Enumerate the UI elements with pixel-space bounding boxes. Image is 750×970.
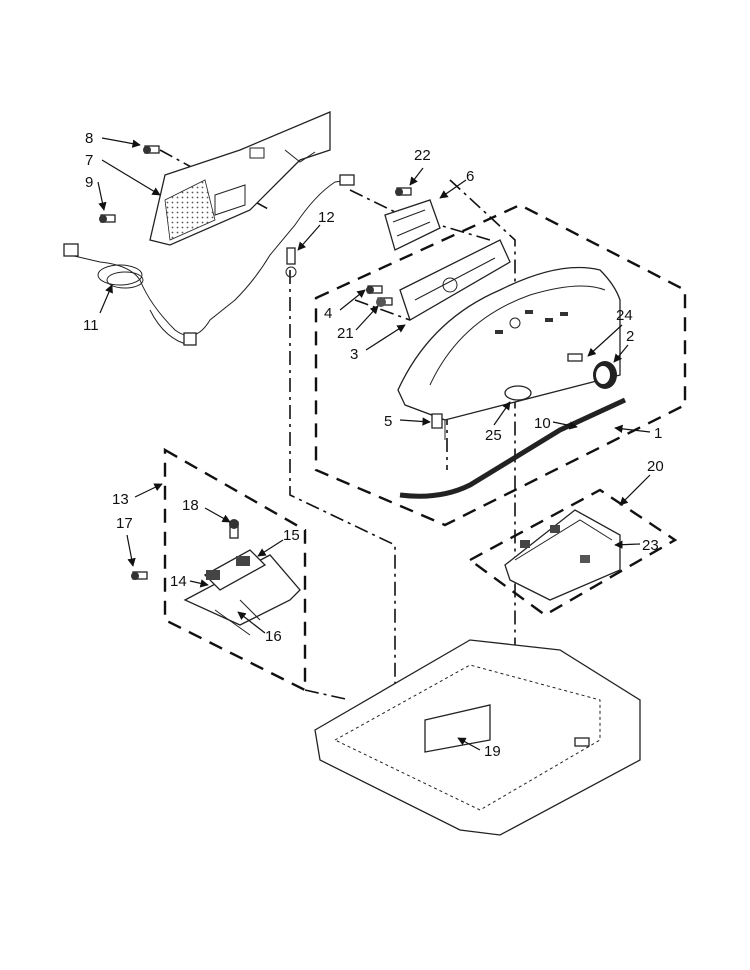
screw-9 bbox=[99, 214, 116, 223]
machine-control-board bbox=[183, 549, 301, 636]
callout-14: 14 bbox=[170, 573, 187, 590]
callout-5: 5 bbox=[384, 413, 392, 430]
wire-harness bbox=[63, 174, 355, 346]
callout-17: 17 bbox=[116, 515, 133, 532]
callout-12: 12 bbox=[318, 209, 335, 226]
callout-15: 15 bbox=[283, 527, 300, 544]
console-housing bbox=[397, 266, 621, 440]
callout-10: 10 bbox=[534, 415, 551, 432]
screw-18 bbox=[229, 519, 239, 539]
dispenser-assembly bbox=[504, 509, 621, 601]
console-assembly-box bbox=[314, 203, 687, 527]
callout-11: 11 bbox=[83, 317, 99, 334]
callout-18: 18 bbox=[182, 497, 199, 514]
screw-21 bbox=[376, 297, 393, 307]
callout-labels: 8 7 9 11 12 22 6 4 21 3 24 2 5 25 10 1 2… bbox=[83, 130, 664, 760]
callout-20: 20 bbox=[647, 458, 664, 475]
callout-9: 9 bbox=[85, 174, 93, 191]
screw-12 bbox=[285, 247, 297, 278]
callout-25: 25 bbox=[485, 427, 502, 444]
dispenser-box bbox=[467, 488, 678, 617]
assembly-boundaries bbox=[163, 203, 687, 692]
callout-16: 16 bbox=[265, 628, 282, 645]
callout-19: 19 bbox=[484, 743, 501, 760]
control-panel-board bbox=[399, 239, 511, 321]
callout-3: 3 bbox=[350, 346, 358, 363]
end-cap-clip bbox=[431, 413, 443, 429]
callout-2: 2 bbox=[626, 328, 634, 345]
callout-24: 24 bbox=[616, 307, 633, 324]
screw-22 bbox=[395, 187, 412, 196]
screw-8 bbox=[143, 145, 160, 154]
control-board-box bbox=[163, 447, 307, 692]
callout-7: 7 bbox=[85, 152, 93, 169]
callout-21: 21 bbox=[337, 325, 354, 342]
callout-22: 22 bbox=[414, 147, 431, 164]
screw-4 bbox=[366, 285, 383, 294]
callout-23: 23 bbox=[642, 537, 659, 554]
knob-shaft bbox=[567, 353, 583, 362]
callout-13: 13 bbox=[112, 491, 129, 508]
rear-console-panel bbox=[149, 111, 331, 246]
logo-badge bbox=[504, 385, 532, 401]
screw-17 bbox=[131, 571, 148, 580]
leader-arrows bbox=[97, 137, 651, 751]
callout-1: 1 bbox=[654, 425, 662, 442]
ui-control-board bbox=[384, 199, 441, 251]
screws bbox=[99, 145, 412, 580]
console-gasket bbox=[399, 397, 627, 499]
callout-6: 6 bbox=[466, 168, 474, 185]
control-knob bbox=[593, 361, 617, 389]
callout-4: 4 bbox=[324, 305, 332, 322]
callout-8: 8 bbox=[85, 130, 93, 147]
cabinet-top bbox=[314, 639, 641, 836]
